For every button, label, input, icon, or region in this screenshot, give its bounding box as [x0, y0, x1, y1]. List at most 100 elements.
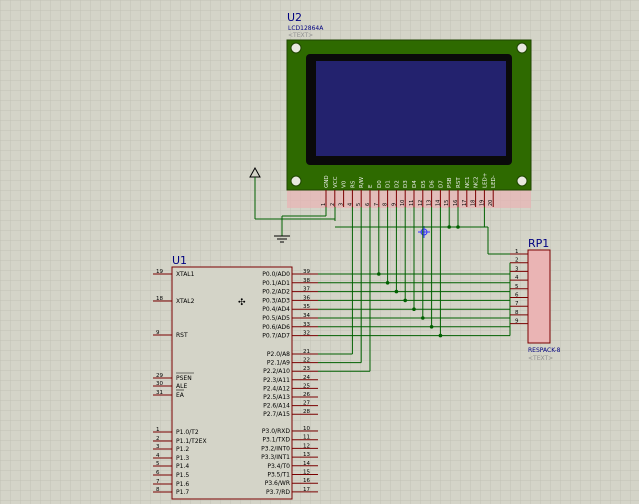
- lcd-pin-number: 17: [462, 200, 468, 206]
- lcd-ref-label: U2: [287, 11, 302, 24]
- lcd-component[interactable]: U2 LCD12864A <TEXT> GND1VCC2V03RS4R/W5E6…: [286, 11, 532, 208]
- lcd-pin-label: R/W: [359, 176, 365, 188]
- mcu-pin-number: 35: [303, 304, 310, 310]
- lcd-pin-label: PSB: [447, 177, 453, 188]
- mcu-pin-name: XTAL1: [176, 271, 195, 278]
- wire-junction: [447, 225, 452, 229]
- mcu-pin-name: P1.2: [176, 446, 189, 453]
- lcd-pin-label: D7: [438, 180, 444, 188]
- respack-pin-number: 7: [515, 301, 519, 307]
- lcd-pin-number: 3: [339, 203, 345, 206]
- mcu-origin-marker: ✣: [238, 298, 246, 308]
- mcu-pin-number: 2: [156, 436, 160, 442]
- mcu-pin-name: P2.4/A12: [263, 385, 290, 392]
- mcu-pin-name: P1.5: [176, 472, 189, 479]
- mcu-pin-name: P3.7/RD: [266, 489, 290, 496]
- mcu-pin-name: P0.4/AD4: [262, 306, 290, 313]
- lcd-pin-number: 15: [444, 200, 450, 206]
- lcd-pin-number: 20: [488, 200, 494, 206]
- lcd-pin-label: D5: [421, 180, 427, 188]
- mcu-pin-number: 11: [303, 435, 310, 441]
- mcu-ref-label: U1: [172, 254, 187, 267]
- lcd-pin-label: E: [368, 184, 374, 188]
- lcd-screen: [316, 61, 506, 156]
- lcd-pin-number: 7: [374, 203, 380, 206]
- lcd-pin-label: D4: [412, 180, 418, 188]
- mcu-pin-number: 30: [156, 381, 163, 387]
- mcu-pin-name: ALE: [176, 383, 187, 390]
- wire-junction: [456, 225, 460, 229]
- mcu-pin-name: P0.0/AD0: [262, 271, 290, 278]
- mcu-pin-name: P3.0/RXD: [262, 428, 290, 435]
- mcu-pin-number: 24: [303, 375, 310, 381]
- respack-pin-number: 8: [515, 310, 519, 316]
- mcu-pin-name: P2.1/A9: [267, 360, 290, 367]
- lcd-mount-hole-tl: [290, 42, 302, 54]
- lcd-pin-number: 16: [453, 200, 459, 206]
- lcd-pin-label: NC1: [465, 177, 471, 188]
- lcd-pin-number: 6: [365, 203, 371, 206]
- mcu-pin-name: P3.3/INT1: [261, 454, 290, 461]
- mcu-pin-number: 21: [303, 349, 310, 355]
- mcu-pin-number: 6: [156, 470, 160, 476]
- mcu-pin-name: P2.3/A11: [263, 377, 290, 384]
- lcd-pin-label: RS: [350, 180, 356, 188]
- lcd-pin-area: [287, 190, 531, 208]
- mcu-pin-number: 23: [303, 366, 310, 372]
- lcd-pin-label: GND: [324, 175, 330, 188]
- mcu-pin-name: P0.6/AD6: [262, 324, 290, 331]
- mcu-pin-name: PSEN: [176, 375, 192, 382]
- mcu-pin-number: 37: [303, 287, 310, 293]
- mcu-pin-number: 18: [156, 296, 163, 302]
- mcu-pin-number: 9: [156, 330, 160, 336]
- mcu-pin-number: 14: [303, 461, 310, 467]
- lcd-mount-hole-bl: [290, 175, 302, 187]
- mcu-pin-number: 10: [303, 426, 310, 432]
- lcd-pin-label: D2: [394, 180, 400, 188]
- lcd-pin-number: 14: [435, 200, 441, 206]
- mcu-pin-number: 29: [156, 373, 163, 379]
- mcu-pin-name: P3.4/T0: [267, 463, 290, 470]
- mcu-pin-name: XTAL2: [176, 298, 195, 305]
- lcd-pin-group: GND1VCC2V03RS4R/W5E6D07D18D29D310D411D51…: [321, 172, 497, 207]
- lcd-pin-number: 18: [471, 200, 477, 206]
- mcu-pin-name: RST: [176, 332, 188, 339]
- mcu-pin-name: P3.5/T1: [267, 472, 290, 479]
- respack-pin-number: 1: [515, 249, 519, 255]
- mcu-pin-number: 13: [303, 452, 310, 458]
- mcu-pin-number: 38: [303, 278, 310, 284]
- lcd-pin-label: LED+: [482, 172, 488, 188]
- respack-pin-number: 3: [515, 266, 519, 272]
- crosshair-cursor-icon: [418, 226, 430, 238]
- lcd-pin-label: RST: [456, 177, 462, 188]
- lcd-pin-number: 1: [321, 203, 327, 206]
- mcu-pin-name: P2.2/A10: [263, 368, 290, 375]
- respack-part-label: RESPACK-8: [528, 347, 561, 354]
- ground-icon: [274, 235, 290, 243]
- lcd-pin-number: 8: [383, 203, 389, 206]
- lcd-pin-label: LED-: [491, 175, 497, 188]
- lcd-pin-label: D6: [430, 180, 436, 188]
- mcu-pin-number: 32: [303, 331, 310, 337]
- mcu-pin-number: 28: [303, 409, 310, 415]
- mcu-pin-number: 31: [156, 390, 163, 396]
- lcd-pin-label: V0: [342, 180, 348, 188]
- mcu-pin-name: P2.5/A13: [263, 394, 290, 401]
- mcu-pin-name: P1.1/T2EX: [176, 438, 207, 445]
- lcd-part-label: LCD12864A: [288, 25, 324, 32]
- respack-ref-label: RP1: [528, 237, 549, 250]
- mcu-pin-number: 39: [303, 269, 310, 275]
- mcu-pin-number: 19: [156, 269, 163, 275]
- lcd-pin-label: NC2: [474, 177, 480, 188]
- lcd-pin-number: 2: [330, 203, 336, 206]
- mcu-pin-number: 26: [303, 392, 310, 398]
- mcu-pin-name: P1.0/T2: [176, 429, 199, 436]
- mcu-pin-name: P2.7/A15: [263, 411, 290, 418]
- mcu-body: [171, 266, 293, 500]
- lcd-pin-label: VCC: [333, 176, 339, 188]
- mcu-pin-name: EA: [176, 392, 185, 399]
